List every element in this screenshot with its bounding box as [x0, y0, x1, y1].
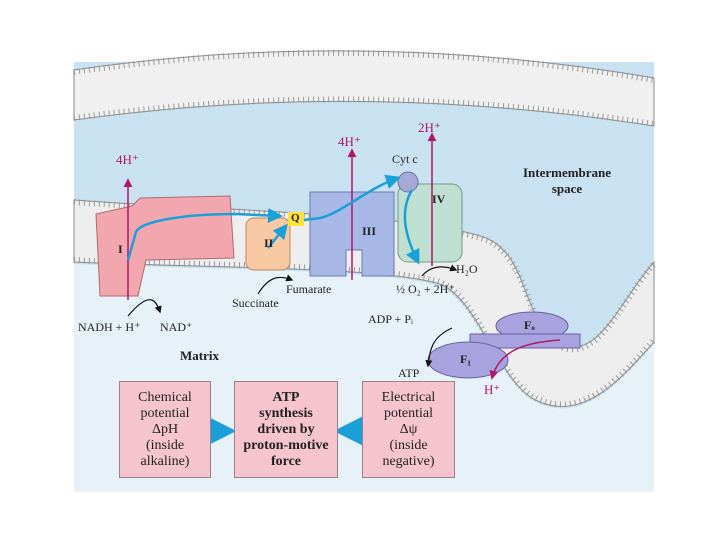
complex-iv-label: IV [432, 192, 446, 206]
electrical-potential-box: Electrical potential Δψ (inside negative… [362, 381, 455, 478]
electron-path-complex-ii [267, 223, 288, 249]
box-line: (inside [145, 437, 185, 453]
atp-label: ATP [398, 366, 420, 380]
succinate-label: Succinate [232, 296, 279, 310]
outer-membrane-heads-top [73, 49, 655, 83]
box-line: potential [140, 405, 190, 421]
box-line: proton-motive [243, 437, 329, 453]
box-line: Δψ [399, 421, 418, 437]
electron-path-complex-iii [303, 174, 401, 222]
chemical-potential-box: Chemical potential ΔpH (inside alkaline) [119, 381, 211, 478]
summary-boxes: Chemical potential ΔpH (inside alkaline)… [119, 381, 455, 478]
electron-path-complex-iv [403, 189, 420, 265]
proton-arrow-atp-synthase [489, 339, 561, 380]
oxygen-arrow [421, 264, 458, 277]
fumarate-label: Fumarate [286, 282, 332, 296]
atp-arrow [425, 327, 453, 368]
nadh-label: NADH + H⁺ [78, 320, 141, 334]
f1-label: F₁ [460, 352, 471, 366]
h2-top-label: 2H⁺ [418, 120, 441, 135]
nadh-arrow [127, 299, 162, 317]
complex-ii-label: II [264, 236, 274, 250]
box-line: ATP [272, 389, 300, 405]
box-line: negative) [382, 453, 435, 469]
atp-synthase-stalk [469, 333, 581, 349]
h4-mid-label: 4H⁺ [338, 134, 361, 149]
o2-reaction-label: ½ O₂ + 2H⁺ [396, 282, 455, 296]
outer-membrane-heads-bottom [73, 96, 655, 127]
h-out-label: H⁺ [484, 382, 501, 397]
succinate-arrow [257, 274, 294, 295]
electron-path-complex-i [126, 207, 283, 261]
q-label: Q [291, 212, 300, 224]
h4-left-label: 4H⁺ [116, 152, 139, 167]
complex-i-label: I [118, 242, 123, 256]
box-line: alkaline) [140, 453, 190, 469]
atp-synthesis-box: ATP synthesis driven by proton-motive fo… [234, 381, 338, 478]
inner-membrane-heads-top [73, 199, 657, 353]
q-marker [288, 212, 304, 226]
box-line: driven by [257, 421, 315, 437]
box-line: Chemical [138, 389, 192, 405]
box-line: (inside [389, 437, 428, 453]
box-line: ΔpH [151, 421, 179, 437]
inner-membrane-heads-bottom [73, 257, 657, 408]
fo-label: Fₒ [524, 318, 535, 332]
cyt-c-label: Cyt c [392, 152, 418, 166]
box-line: Electrical [381, 389, 436, 405]
complex-iv [397, 183, 463, 263]
complex-i [95, 195, 235, 297]
nad-label: NAD⁺ [160, 320, 193, 334]
box-line: force [270, 453, 302, 469]
complex-iii-label: III [362, 224, 377, 238]
cytochrome-c [397, 171, 419, 193]
box-line: potential [384, 405, 433, 421]
h2o-label: H₂O [456, 262, 478, 276]
intermembrane-label: Intermembrane space [522, 165, 612, 196]
box-line: synthesis [259, 405, 313, 421]
adp-pi-label: ADP + Pᵢ [368, 312, 413, 326]
outer-membrane [73, 50, 655, 127]
matrix-label: Matrix [180, 348, 219, 363]
